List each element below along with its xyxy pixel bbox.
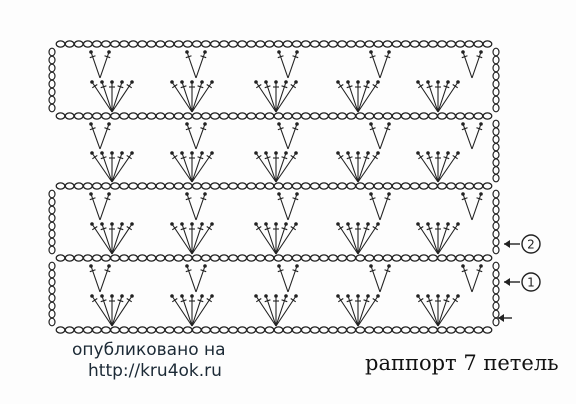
- v-stitch-3-4: [369, 192, 391, 221]
- shell-fan-1-4: [336, 80, 380, 113]
- shell-fan-4-1: [90, 294, 134, 327]
- shell-fan-1-1: [90, 80, 134, 113]
- shell-fan-1-3: [254, 80, 298, 113]
- watermark-url[interactable]: http://kru4ok.ru: [88, 361, 222, 381]
- shell-fan-2-2: [170, 151, 214, 183]
- shell-fan-4-5: [416, 294, 460, 327]
- chain-row-5: [55, 326, 493, 334]
- row-marker-label-2: 2: [527, 238, 535, 252]
- chain-row-3: [55, 182, 493, 190]
- v-stitch-3-1: [89, 192, 111, 221]
- turning-chain-left-1: [48, 47, 56, 113]
- v-stitch-2-2: [185, 122, 207, 150]
- v-stitch-4-3: [277, 264, 299, 293]
- turning-chain-right-2: [492, 119, 500, 183]
- row-marker-circle-2: [521, 234, 541, 254]
- turning-chain-right-1: [492, 47, 500, 113]
- shell-fan-3-2: [170, 222, 214, 255]
- shell-fan-4-2: [170, 294, 214, 327]
- start-arrowhead: [498, 314, 504, 322]
- turning-chain-left-2: [48, 189, 56, 255]
- shell-fan-1-5: [416, 80, 460, 113]
- chain-row-2: [55, 112, 493, 120]
- v-stitch-1-3: [277, 50, 299, 79]
- shell-fan-2-5: [416, 151, 460, 183]
- shell-fan-1-2: [170, 80, 214, 113]
- v-stitch-1-4: [369, 50, 391, 79]
- v-stitch-4-4: [369, 264, 391, 293]
- v-stitch-2-1: [89, 122, 111, 150]
- v-stitch-1-5: [461, 50, 483, 79]
- shell-fan-2-4: [336, 151, 380, 183]
- row-marker-label-1: 1: [527, 276, 535, 290]
- row-marker-circle-1: [521, 272, 541, 292]
- shell-fan-3-4: [336, 222, 380, 255]
- v-stitch-4-2: [185, 264, 207, 293]
- shell-fan-4-3: [254, 294, 298, 327]
- v-stitch-2-5: [461, 122, 483, 150]
- row-arrowhead-2: [504, 240, 510, 248]
- shell-fan-3-5: [416, 222, 460, 255]
- turning-chain-right-3: [492, 189, 500, 255]
- row-arrowhead-1: [504, 278, 510, 286]
- v-stitch-1-1: [89, 50, 111, 79]
- chain-row-1: [55, 40, 493, 48]
- turning-chain-left-3: [48, 261, 56, 327]
- v-stitch-2-4: [369, 122, 391, 150]
- v-stitch-1-2: [185, 50, 207, 79]
- v-stitch-3-2: [185, 192, 207, 221]
- shell-fan-4-4: [336, 294, 380, 327]
- v-stitch-4-5: [461, 264, 483, 293]
- repeat-label: раппорт 7 петель: [365, 351, 559, 375]
- v-stitch-4-1: [89, 264, 111, 293]
- publication-watermark: опубликовано на http://kru4ok.ru: [72, 340, 226, 382]
- shell-fan-3-1: [90, 222, 134, 255]
- shell-fan-3-3: [254, 222, 298, 255]
- turning-chain-right-4: [492, 261, 500, 327]
- shell-fan-2-1: [90, 151, 134, 183]
- v-stitch-2-3: [277, 122, 299, 150]
- shell-fan-2-3: [254, 151, 298, 183]
- watermark-line-1: опубликовано на: [72, 340, 226, 360]
- chain-row-4: [55, 254, 493, 262]
- v-stitch-3-5: [461, 192, 483, 221]
- v-stitch-3-3: [277, 192, 299, 221]
